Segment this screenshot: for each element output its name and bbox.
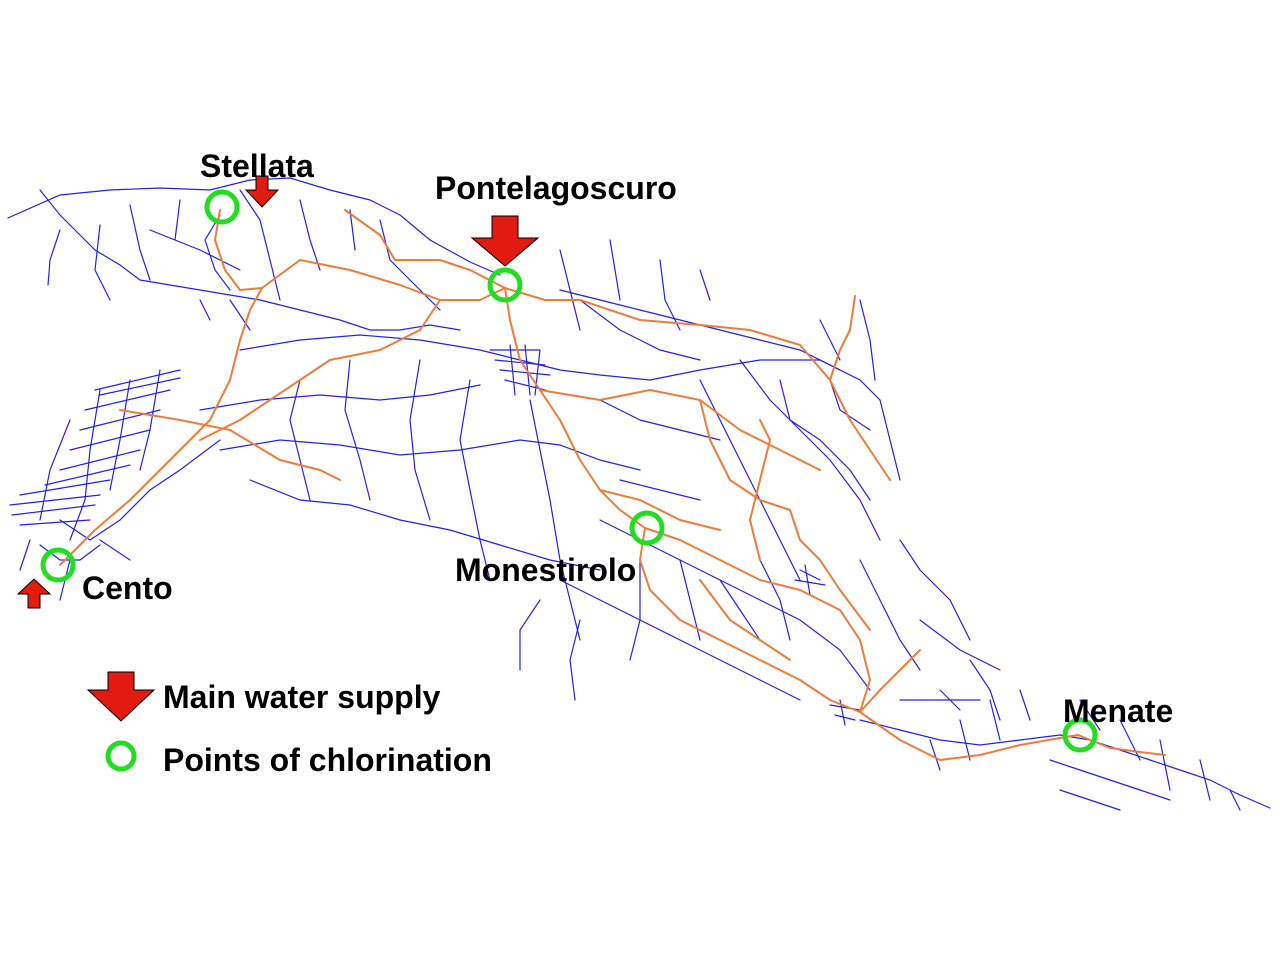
legend-chlorination-label: Points of chlorination: [163, 742, 492, 778]
chlorination-point-monestirolo: [629, 510, 665, 546]
chlorination-point-stellata: [204, 189, 240, 225]
chlorination-point-pontelagoscuro: [487, 267, 523, 303]
legend-supply-label: Main water supply: [163, 679, 441, 715]
supply-arrow-pontelagoscuro: [470, 215, 540, 267]
main-pipeline-network: [59, 209, 1166, 761]
water-supply-arrows: [16, 175, 540, 722]
legend-supply-arrow: [86, 671, 156, 722]
distribution-network: [7, 177, 1271, 811]
chlorination-point-cento: [40, 547, 76, 583]
chlorination-point-menate: [1062, 717, 1098, 753]
place-label-cento: Cento: [82, 570, 173, 606]
legend-chlorination-circle: [105, 740, 137, 772]
place-label-pontelagoscuro: Pontelagoscuro: [435, 170, 677, 206]
place-label-menate: Menate: [1063, 693, 1173, 729]
supply-arrow-stellata: [244, 175, 280, 208]
place-label-stellata: Stellata: [200, 148, 314, 184]
chlorination-points: [40, 189, 1098, 753]
supply-arrow-cento: [16, 578, 52, 609]
place-label-monestirolo: Monestirolo: [455, 552, 636, 588]
